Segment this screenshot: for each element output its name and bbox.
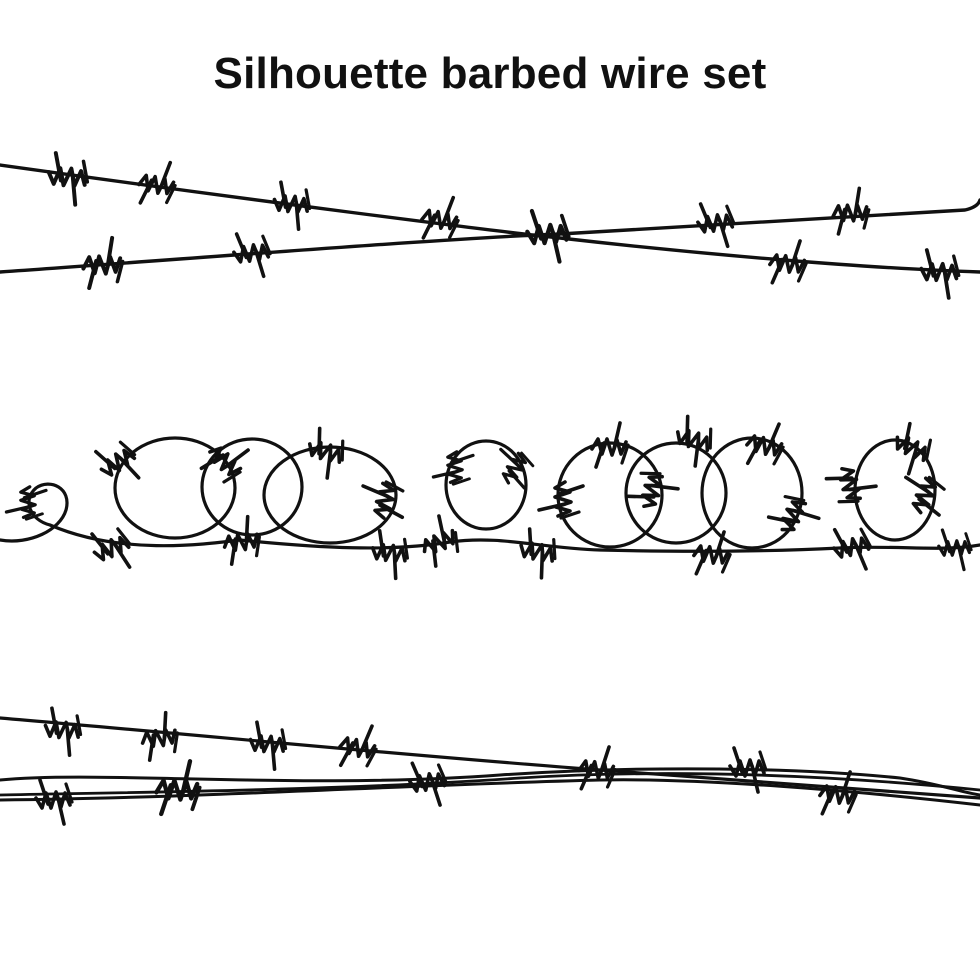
barb-icon xyxy=(422,514,460,568)
barb-icon xyxy=(519,527,557,580)
barb-icon xyxy=(626,471,680,509)
barb-icon xyxy=(232,232,272,279)
wire-strand xyxy=(0,772,980,797)
barb-icon xyxy=(696,202,736,249)
wire-strand xyxy=(48,523,980,553)
barb-icon xyxy=(307,426,345,480)
barb-icon xyxy=(140,710,179,762)
barb-icon xyxy=(338,724,378,768)
barb-icon xyxy=(272,180,312,231)
barb-icon xyxy=(431,450,475,486)
barb-icon xyxy=(919,248,961,300)
barb-icon xyxy=(590,421,630,469)
barb-icon xyxy=(831,186,871,236)
barb-icon xyxy=(43,706,83,757)
barb-icon xyxy=(34,778,74,826)
coil-loop xyxy=(444,439,528,531)
barb-icon xyxy=(577,745,617,791)
wire-strand xyxy=(0,198,980,274)
barb-icon xyxy=(499,447,535,490)
page-title: Silhouette barbed wire set xyxy=(213,49,767,98)
coiled-razor-wire-icon xyxy=(0,414,980,581)
barb-icon xyxy=(361,480,405,520)
barb-icon xyxy=(895,421,932,476)
barb-icon xyxy=(692,530,732,576)
wire-strand xyxy=(0,716,980,800)
crossed-straight-wires-icon xyxy=(0,151,980,300)
barb-icon xyxy=(728,746,768,794)
barb-icon xyxy=(937,528,973,572)
wire-strand xyxy=(0,767,980,797)
barb-icon xyxy=(4,485,48,521)
barb-icon xyxy=(408,761,448,807)
barb-icon xyxy=(46,151,90,207)
barb-icon xyxy=(768,239,808,285)
barb-icon xyxy=(818,770,858,816)
coil-loop xyxy=(624,441,728,545)
barb-icon xyxy=(745,422,785,466)
barb-icon xyxy=(248,720,288,771)
barb-icon xyxy=(370,529,409,581)
barb-icon xyxy=(90,527,132,569)
barb-icon xyxy=(222,514,261,566)
barb-icon xyxy=(154,759,202,817)
barb-icon xyxy=(94,440,141,480)
coil-loop xyxy=(200,437,304,537)
barb-icon xyxy=(525,208,571,264)
barb-icon xyxy=(675,414,713,468)
barb-icon xyxy=(766,495,821,532)
barb-icon xyxy=(904,475,946,517)
loose-wavy-wires-icon xyxy=(0,706,980,826)
barb-icon xyxy=(537,480,585,520)
barb-icon xyxy=(199,446,250,484)
barb-icon xyxy=(420,195,460,240)
barb-icon xyxy=(137,160,177,205)
barb-icon xyxy=(81,235,125,291)
barb-icon xyxy=(832,527,872,571)
barb-icon xyxy=(824,466,878,504)
coil-loop xyxy=(113,436,237,540)
